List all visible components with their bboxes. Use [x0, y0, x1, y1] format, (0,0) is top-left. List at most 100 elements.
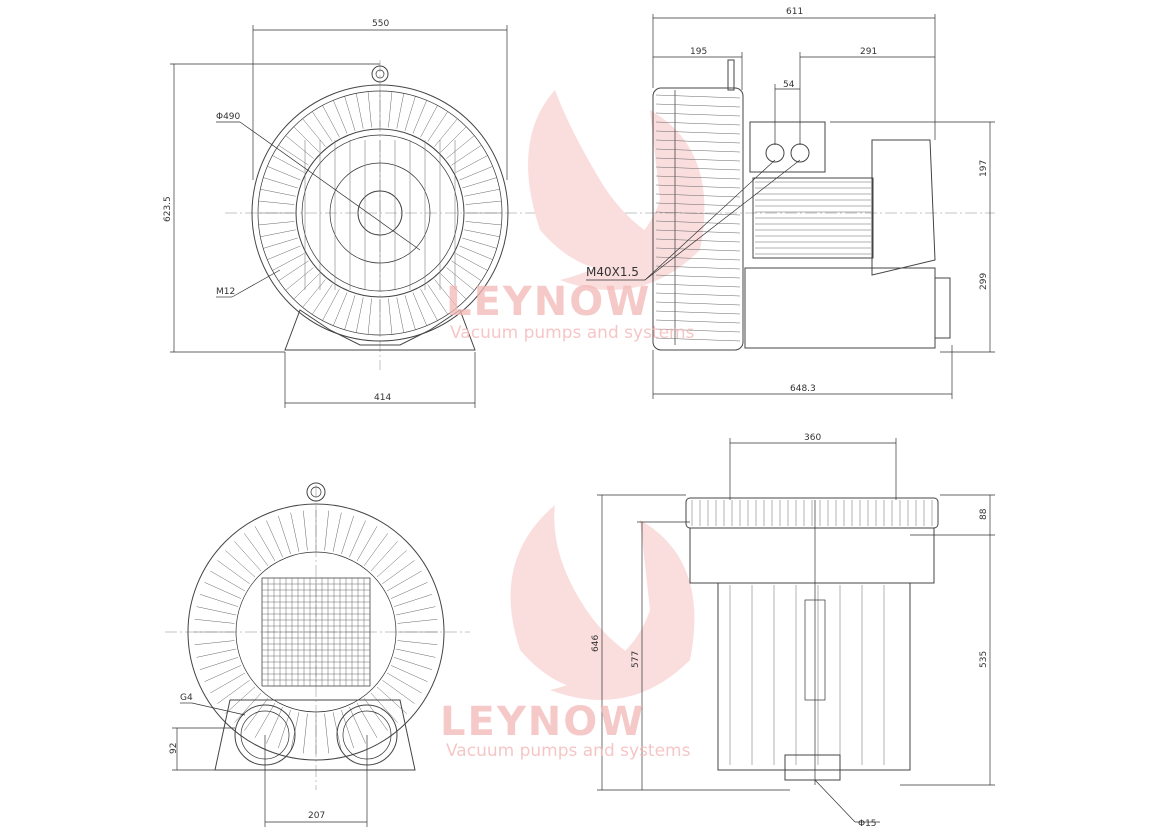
drawing-line: [412, 100, 427, 134]
dim-port-spacing: 207: [308, 811, 325, 821]
drawing-line: [244, 533, 269, 566]
drawing-line: [655, 130, 741, 135]
dim-total-height: 646: [591, 635, 601, 652]
drawing-line: [655, 283, 741, 288]
drawing-line: [655, 139, 741, 144]
dim-gland-spacing: 54: [783, 80, 795, 90]
watermark-brand-top: LEYNOW: [446, 279, 651, 325]
drawing-line: [434, 118, 458, 147]
drawing-line: [655, 220, 741, 225]
drawing-line: [196, 648, 236, 658]
drawing-line: [464, 229, 500, 238]
drawing-line: [386, 672, 422, 694]
drawing-line: [655, 193, 741, 198]
drawing-line: [258, 221, 295, 226]
drawing-line: [655, 166, 741, 171]
drawing-line: [367, 298, 372, 335]
drawing-line: [655, 337, 741, 342]
drawing-line: [260, 188, 296, 197]
drawing-line: [217, 679, 250, 704]
drawing-line: [263, 177, 298, 189]
drawing-line: [199, 594, 239, 607]
drawing-line: [267, 166, 301, 181]
drawing-line: [464, 188, 500, 197]
drawing-line: [455, 155, 488, 173]
drawing-line: [655, 265, 741, 270]
dim-housing-depth: 195: [690, 47, 707, 57]
dim-flange-height: 88: [979, 508, 989, 520]
drawing-line: [459, 166, 493, 181]
drawing-line: [459, 245, 493, 260]
drawing-line: [655, 292, 741, 297]
drawing-line: [341, 709, 354, 749]
drawing-line: [465, 200, 502, 205]
drawing-line: [388, 298, 393, 335]
drawing-line: [278, 709, 291, 749]
drawing-line: [324, 713, 330, 754]
dim-foot-spacing: 414: [374, 393, 391, 403]
watermark-logo-bottom: [510, 505, 695, 700]
dim-width-360: 360: [804, 433, 821, 443]
drawing-line: [655, 112, 741, 117]
dim-body-height: 577: [631, 651, 641, 668]
dim-width-overall: 550: [372, 19, 389, 29]
dim-motor-offset: 291: [860, 47, 877, 57]
drawing-line: [349, 520, 366, 558]
drawing-line: [312, 111, 333, 142]
drawing-line: [333, 100, 348, 134]
elevation-view: 360 88 535 646 577 Φ15: [591, 433, 995, 829]
drawing-line: [332, 512, 342, 552]
drawing-line: [355, 93, 364, 129]
front-view: 550 623.5 Φ490 M12 414: [163, 19, 535, 408]
drawing-line: [655, 175, 741, 180]
drawing-line: [396, 606, 436, 616]
drawing-line: [194, 640, 235, 646]
drawing-line: [254, 526, 276, 562]
drawing-line: [396, 297, 405, 333]
drawing-line: [655, 148, 741, 153]
drawing-line: [655, 94, 741, 99]
drawing-line: [655, 121, 741, 126]
drawing-line: [440, 126, 467, 153]
drawing-line: [210, 570, 246, 592]
drawing-line: [370, 541, 398, 572]
drawing-line: [655, 103, 741, 108]
drawing-line: [427, 284, 448, 315]
drawing-line: [420, 105, 438, 138]
drawing-line: [451, 145, 482, 166]
drawing-line: [451, 260, 482, 281]
drawing-line: [266, 706, 283, 744]
drawing-line: [655, 247, 741, 252]
drawing-line: [393, 657, 433, 670]
drawing-line: [344, 295, 356, 330]
drawing-line: [367, 91, 372, 128]
dim-length-top: 611: [786, 7, 803, 17]
drawing-line: [412, 292, 427, 326]
drawing-line: [363, 533, 388, 566]
label-cable-gland: M40X1.5: [586, 265, 639, 279]
side-view: 611 195 291 54 197 299 M40X1.5 648.3: [586, 7, 995, 399]
drawing-line: [272, 155, 305, 173]
drawing-line: [293, 126, 320, 153]
drawing-line: [263, 237, 298, 249]
drawing-line: [393, 594, 433, 607]
drawing-line: [462, 177, 497, 189]
drawing-line: [234, 541, 262, 572]
drawing-line: [655, 328, 741, 333]
watermark-tagline-bottom: Vacuum pumps and systems: [446, 741, 691, 761]
drawing-line: [440, 273, 467, 300]
drawing-line: [333, 292, 348, 326]
drawing-line: [204, 665, 242, 682]
drawing-line: [390, 582, 428, 599]
watermark-brand-bottom: LEYNOW: [440, 699, 645, 745]
drawing-line: [382, 679, 415, 704]
drawing-line: [293, 273, 320, 300]
drawing-line: [204, 582, 242, 599]
label-port-thread: G4: [180, 693, 193, 703]
drawing-line: [194, 618, 235, 624]
drawing-line: [312, 284, 333, 315]
drawing-line: [349, 706, 366, 744]
drawing-line: [465, 221, 502, 226]
